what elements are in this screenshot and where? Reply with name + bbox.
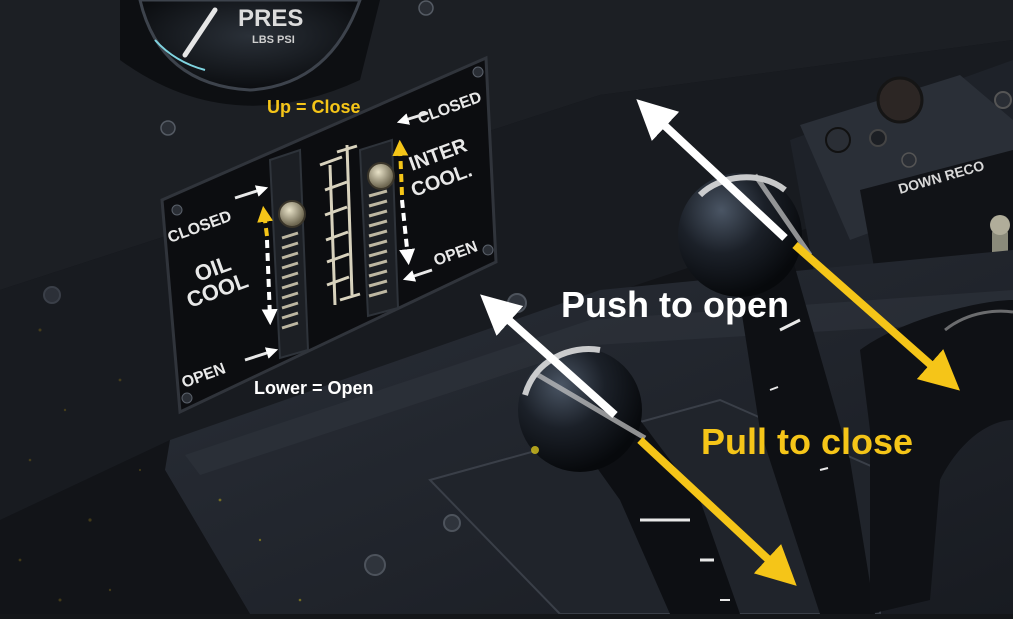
side-wall	[0, 40, 1013, 520]
rear-lever-knob[interactable]	[678, 173, 802, 297]
oil-up-arrow	[257, 205, 274, 237]
center-scale	[319, 144, 361, 306]
oil-open-arrow	[244, 347, 279, 362]
pressure-gauge: PRES LBS PSI	[120, 0, 434, 136]
wall-wear-speckles	[18, 328, 142, 602]
lower-open-annotation: Lower = Open	[254, 378, 374, 398]
pull-to-close-annotation: Pull to close	[701, 421, 914, 462]
inter-cool-slider-knob[interactable]	[367, 162, 395, 190]
cooler-control-panel: CLOSED OIL COOL OPEN CLOSED INTER COOL. …	[160, 55, 498, 415]
inter-cool-slider[interactable]	[358, 138, 400, 318]
push-to-open-annotation: Push to open	[561, 284, 789, 325]
inter-up-arrow	[392, 139, 409, 196]
pull-arrow-front	[637, 437, 797, 586]
wall-rivet	[43, 286, 61, 304]
pull-arrow-rear	[792, 242, 960, 391]
inter-down-arrow	[399, 199, 416, 266]
gauge-units: LBS PSI	[252, 34, 295, 46]
push-arrow-front	[480, 294, 618, 418]
rear-throttle-lever[interactable]	[678, 173, 1013, 614]
inter-closed-arrow	[396, 111, 429, 125]
oil-closed-arrow	[234, 185, 269, 200]
round-knob	[876, 76, 924, 124]
oil-cool-slider-knob[interactable]	[278, 200, 306, 228]
inter-open-arrow	[402, 268, 433, 282]
up-close-annotation: Up = Close	[267, 97, 361, 117]
push-arrow-rear	[636, 99, 788, 241]
oil-down-arrow	[261, 239, 278, 326]
gauge-label: PRES	[238, 5, 303, 32]
oil-cool-slider[interactable]	[268, 148, 310, 360]
